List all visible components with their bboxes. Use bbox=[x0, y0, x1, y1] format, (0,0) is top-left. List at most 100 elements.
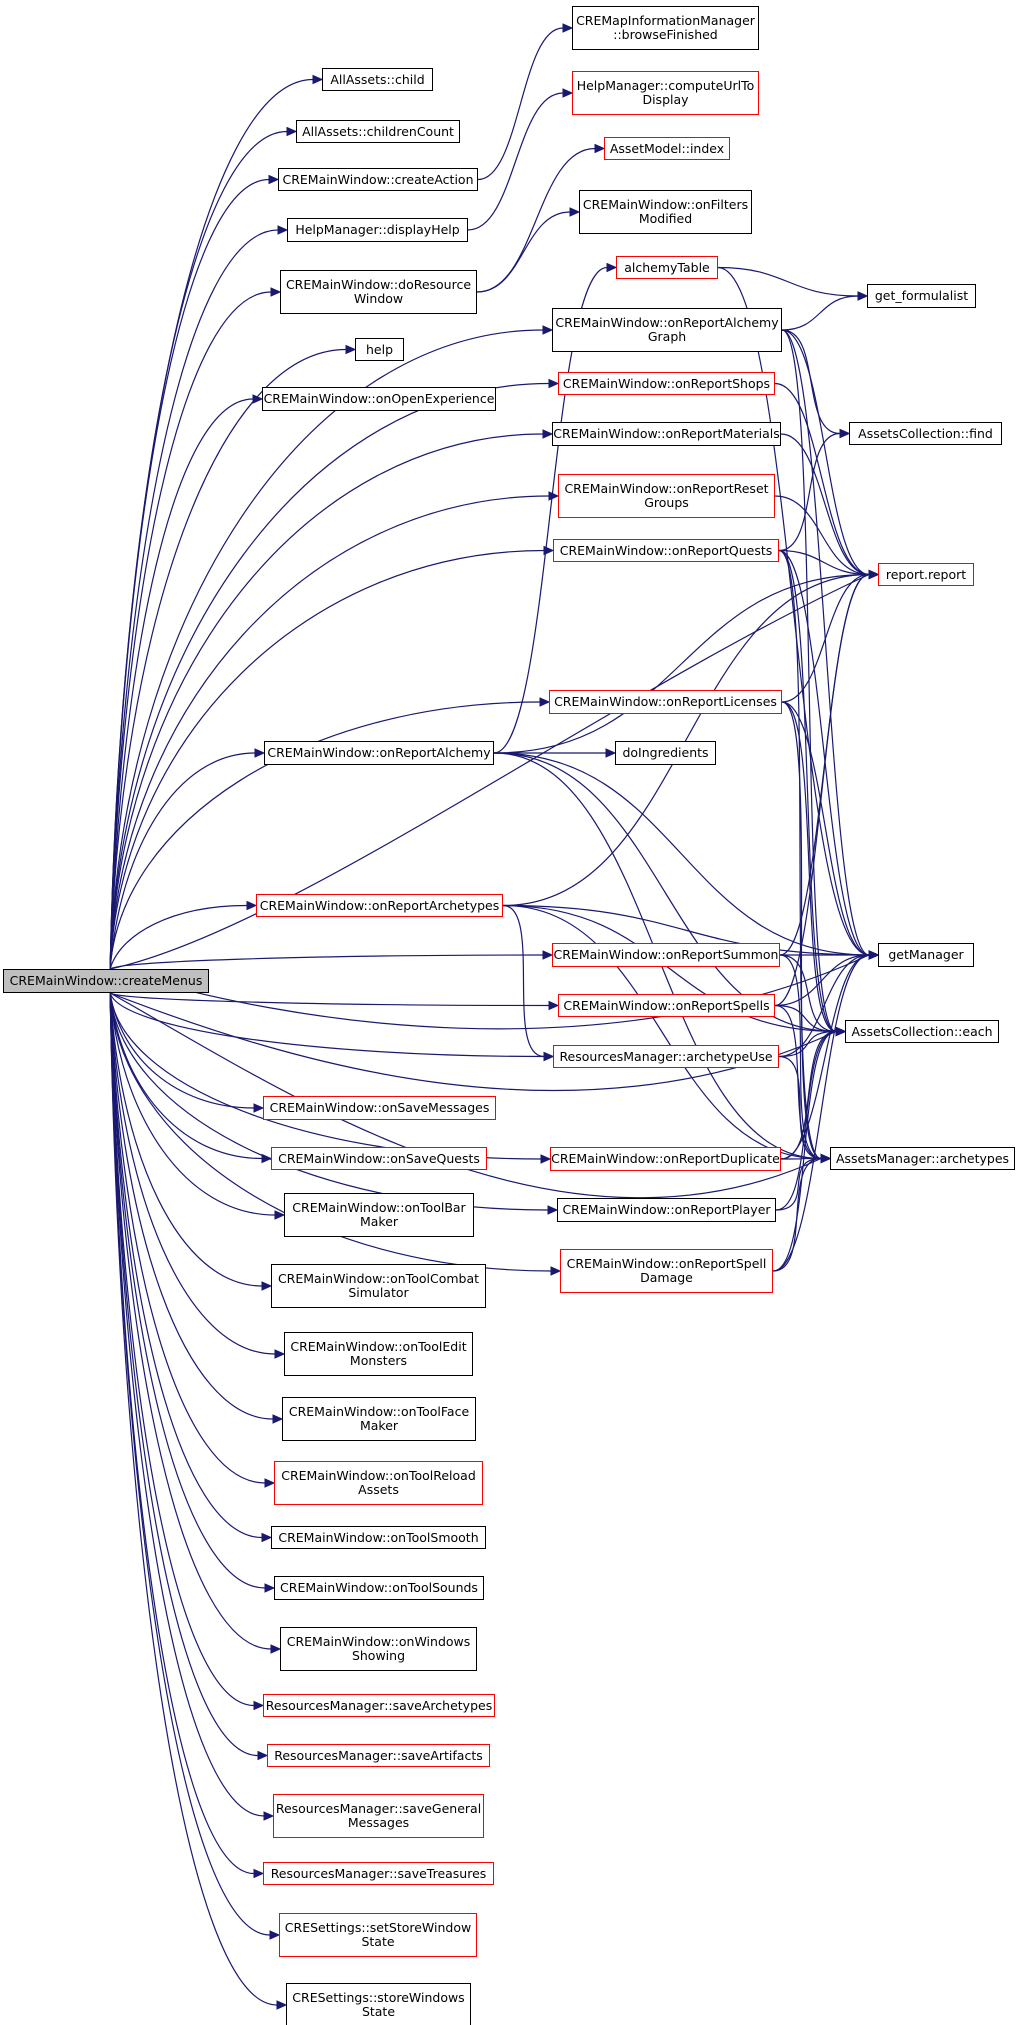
arrowhead-root-to-help bbox=[345, 344, 357, 355]
edge-root-to-on_report_spell_damage bbox=[109, 992, 552, 1272]
node-create-action[interactable]: CREMainWindow::createAction bbox=[278, 168, 478, 191]
arrowhead-alchemy_graph-to-get_formulalist bbox=[857, 291, 869, 301]
node-on-tool-smooth[interactable]: CREMainWindow::onToolSmooth bbox=[271, 1526, 486, 1549]
node-on-report-spells[interactable]: CREMainWindow::onReportSpells bbox=[558, 994, 775, 1017]
node-alchemy-graph[interactable]: CREMainWindow::onReportAlchemy Graph bbox=[552, 308, 782, 352]
node-save-archetypes[interactable]: ResourcesManager::saveArchetypes bbox=[263, 1694, 495, 1717]
edge-root-to-save_general_messages bbox=[109, 992, 265, 1817]
node-do-ingredients[interactable]: doIngredients bbox=[615, 741, 716, 765]
node-store-windows-state[interactable]: CRESettings::storeWindows State bbox=[286, 1983, 471, 2025]
node-on-tool-combat-simulator[interactable]: CREMainWindow::onToolCombat Simulator bbox=[271, 1264, 486, 1308]
edge-on_report_summon-to-manager_archetypes bbox=[779, 954, 822, 1160]
node-on-report-shops[interactable]: CREMainWindow::onReportShops bbox=[558, 372, 775, 395]
edge-root-to-on_tool_sounds bbox=[109, 992, 266, 1589]
edge-on_report_spells-to-collection_each bbox=[774, 1004, 837, 1033]
node-on-report-alchemy[interactable]: CREMainWindow::onReportAlchemy bbox=[264, 741, 494, 765]
edge-on_report_alchemy-to-report_report bbox=[493, 573, 870, 754]
edge-root-to-on_tool_smooth bbox=[109, 992, 263, 1539]
arrowhead-root-to-do_resource_window bbox=[270, 287, 282, 297]
node-browse-finished[interactable]: CREMapInformationManager ::browseFinishe… bbox=[572, 6, 759, 50]
edge-do_resource_window-to-on_filters_modified bbox=[476, 211, 571, 293]
edge-on_report_player-to-manager_archetypes bbox=[775, 1157, 822, 1211]
node-on-open-experience[interactable]: CREMainWindow::onOpenExperience bbox=[262, 387, 496, 411]
edge-root-to-on_save_quests bbox=[109, 992, 263, 1160]
node-on-report-materials[interactable]: CREMainWindow::onReportMaterials bbox=[552, 422, 781, 446]
node-on-save-messages[interactable]: CREMainWindow::onSaveMessages bbox=[263, 1096, 496, 1120]
edge-root-to-on_tool_bar_maker bbox=[109, 992, 276, 1216]
node-asset-index[interactable]: AssetModel::index bbox=[604, 137, 730, 160]
node-save-general-messages[interactable]: ResourcesManager::saveGeneral Messages bbox=[273, 1794, 484, 1838]
edge-archetype_use-to-get_manager bbox=[778, 954, 870, 1058]
node-on-report-summon[interactable]: CREMainWindow::onReportSummon bbox=[552, 943, 780, 967]
node-on-windows-showing[interactable]: CREMainWindow::onWindows Showing bbox=[280, 1627, 477, 1671]
node-on-report-licenses[interactable]: CREMainWindow::onReportLicenses bbox=[549, 690, 782, 714]
node-on-save-quests[interactable]: CREMainWindow::onSaveQuests bbox=[271, 1147, 487, 1170]
arrowhead-root-to-child bbox=[312, 74, 324, 85]
node-children-count[interactable]: AllAssets::childrenCount bbox=[296, 120, 460, 143]
edge-root-to-on_tool_face_maker bbox=[109, 992, 274, 1420]
arrowhead-root-to-on_report_materials bbox=[542, 429, 554, 439]
edge-root-to-store_windows_state bbox=[109, 992, 278, 2006]
edge-create_action-to-browse_finished bbox=[477, 27, 564, 181]
edge-root-to-on_save_messages bbox=[109, 992, 255, 1109]
edge-root-to-set_store_window_state bbox=[109, 992, 271, 1936]
node-on-tool-bar-maker[interactable]: CREMainWindow::onToolBar Maker bbox=[284, 1193, 474, 1237]
edge-root-to-child bbox=[109, 78, 314, 970]
edge-root-to-display_help bbox=[109, 229, 279, 970]
edge-root-to-on_windows_showing bbox=[109, 992, 272, 1650]
arrowhead-root-to-on_tool_edit_monsters bbox=[274, 1349, 286, 1359]
node-do-resource-window[interactable]: CREMainWindow::doResource Window bbox=[280, 270, 477, 314]
arrowhead-root-to-on_save_messages bbox=[253, 1103, 265, 1113]
arrowhead-root-to-create_action bbox=[268, 174, 280, 185]
edge-alchemy_graph-to-report_report bbox=[781, 329, 870, 576]
edge-on_report_reset_groups-to-report_report bbox=[774, 495, 870, 576]
edge-on_report_duplicate-to-get_manager bbox=[780, 954, 870, 1160]
edge-on_report_licenses-to-get_manager bbox=[781, 701, 870, 956]
node-on-tool-reload-assets[interactable]: CREMainWindow::onToolReload Assets bbox=[274, 1461, 483, 1505]
arrowhead-root-to-on_report_summon bbox=[542, 950, 554, 960]
node-on-report-reset-groups[interactable]: CREMainWindow::onReportReset Groups bbox=[558, 474, 775, 518]
arrowhead-root-to-on_save_quests bbox=[261, 1153, 273, 1164]
node-display-help[interactable]: HelpManager::displayHelp bbox=[287, 218, 468, 242]
edge-root-to-on_report_reset_groups bbox=[109, 495, 550, 970]
edge-on_report_archetypes-to-manager_archetypes bbox=[502, 904, 822, 1160]
node-on-tool-face-maker[interactable]: CREMainWindow::onToolFace Maker bbox=[282, 1397, 476, 1441]
edge-on_report_archetypes-to-report_report bbox=[502, 573, 870, 907]
node-report-report[interactable]: report.report bbox=[878, 563, 974, 586]
node-on-report-duplicate[interactable]: CREMainWindow::onReportDuplicate bbox=[550, 1147, 781, 1171]
node-get-manager[interactable]: getManager bbox=[878, 943, 974, 967]
arrowhead-root-to-on_report_spells bbox=[548, 1000, 560, 1011]
node-on-filters-modified[interactable]: CREMainWindow::onFilters Modified bbox=[579, 190, 752, 234]
edge-on_report_alchemy-to-alchemy_table bbox=[493, 266, 608, 754]
node-manager-archetypes[interactable]: AssetsManager::archetypes bbox=[830, 1147, 1015, 1170]
node-save-treasures[interactable]: ResourcesManager::saveTreasures bbox=[263, 1862, 494, 1885]
node-on-report-spell-damage[interactable]: CREMainWindow::onReportSpell Damage bbox=[560, 1249, 773, 1293]
node-on-tool-edit-monsters[interactable]: CREMainWindow::onToolEdit Monsters bbox=[284, 1332, 473, 1376]
arrowhead-root-to-save_archetypes bbox=[253, 1700, 265, 1711]
node-root[interactable]: CREMainWindow::createMenus bbox=[3, 969, 209, 993]
edge-root-to-on_report_spells bbox=[109, 992, 550, 1007]
node-on-report-archetypes[interactable]: CREMainWindow::onReportArchetypes bbox=[256, 894, 503, 917]
edge-root-to-report_report bbox=[109, 573, 870, 970]
arrowhead-root-to-children_count bbox=[286, 126, 298, 137]
node-on-report-player[interactable]: CREMainWindow::onReportPlayer bbox=[557, 1198, 776, 1222]
node-compute-url[interactable]: HelpManager::computeUrlTo Display bbox=[572, 71, 759, 115]
node-collection-each[interactable]: AssetsCollection::each bbox=[845, 1020, 999, 1043]
arrowhead-root-to-on_report_licenses bbox=[539, 697, 551, 707]
node-archetype-use[interactable]: ResourcesManager::archetypeUse bbox=[553, 1045, 779, 1068]
node-on-tool-sounds[interactable]: CREMainWindow::onToolSounds bbox=[274, 1576, 484, 1600]
node-help[interactable]: help bbox=[355, 338, 404, 361]
arrowhead-root-to-on_tool_combat_simulator bbox=[261, 1281, 273, 1291]
node-get-formulalist[interactable]: get_formulalist bbox=[867, 284, 976, 308]
edge-on_report_licenses-to-manager_archetypes bbox=[781, 701, 822, 1160]
node-collection-find[interactable]: AssetsCollection::find bbox=[849, 422, 1002, 445]
node-save-artifacts[interactable]: ResourcesManager::saveArtifacts bbox=[267, 1744, 490, 1767]
node-child[interactable]: AllAssets::child bbox=[322, 68, 433, 91]
node-set-store-window-state[interactable]: CRESettings::setStoreWindow State bbox=[279, 1913, 477, 1957]
edge-archetype_use-to-collection_each bbox=[778, 1030, 837, 1058]
node-alchemy-table[interactable]: alchemyTable bbox=[616, 256, 718, 279]
edge-on_report_licenses-to-collection_each bbox=[781, 701, 837, 1033]
node-on-report-quests[interactable]: CREMainWindow::onReportQuests bbox=[553, 539, 779, 562]
